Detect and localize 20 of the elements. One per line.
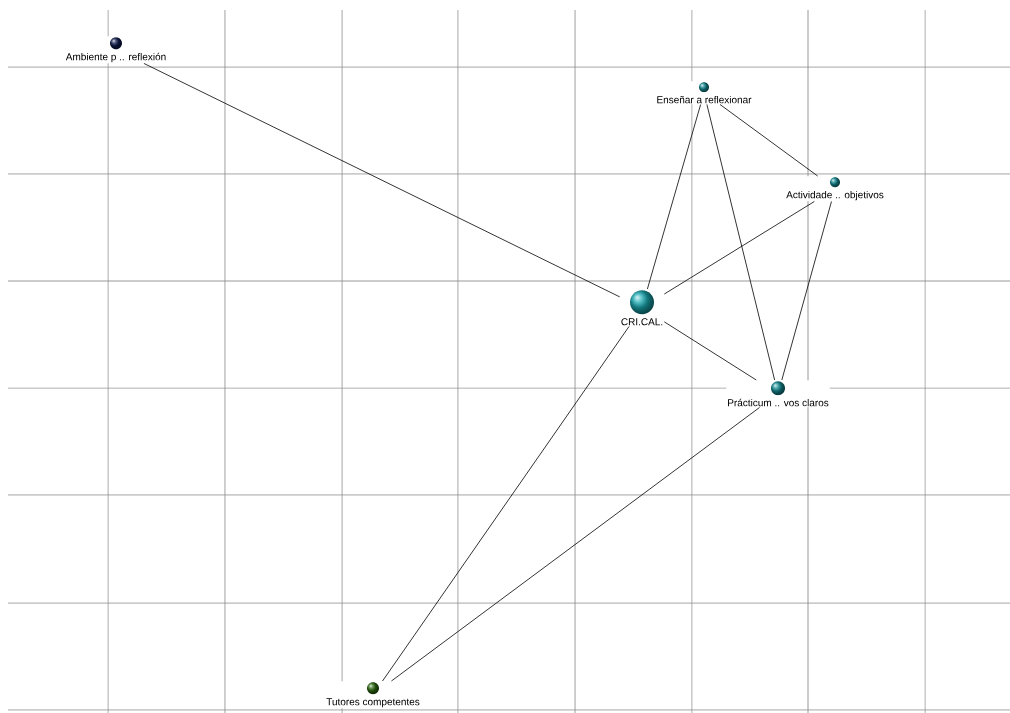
node-label: Actividade .. objetivos: [786, 190, 884, 201]
network-node: Actividade .. objetivos: [785, 176, 885, 202]
connector-line: [647, 104, 702, 290]
connector-line: [382, 326, 630, 682]
connector-line: [663, 201, 815, 295]
network-node: Enseñar a reflexionar: [655, 81, 753, 105]
connector-line: [143, 63, 621, 298]
connector-line: [719, 104, 819, 177]
network-node: Ambiente p .. reflexión: [64, 36, 168, 64]
connector-line: [391, 407, 760, 682]
connector-line: [706, 104, 776, 381]
node-label: Ambiente p .. reflexión: [65, 52, 166, 63]
network-node: Prácticum .. vos claros: [726, 380, 830, 408]
connector-line: [663, 321, 757, 381]
network-node: CRI.CAL.: [619, 289, 665, 327]
connector-line: [781, 201, 832, 381]
node-label: Prácticum .. vos claros: [728, 398, 829, 407]
node-label: Enseñar a reflexionar: [657, 95, 752, 104]
node-label: Tutores competentes: [326, 698, 420, 708]
network-node: Tutores competentes: [325, 681, 421, 709]
